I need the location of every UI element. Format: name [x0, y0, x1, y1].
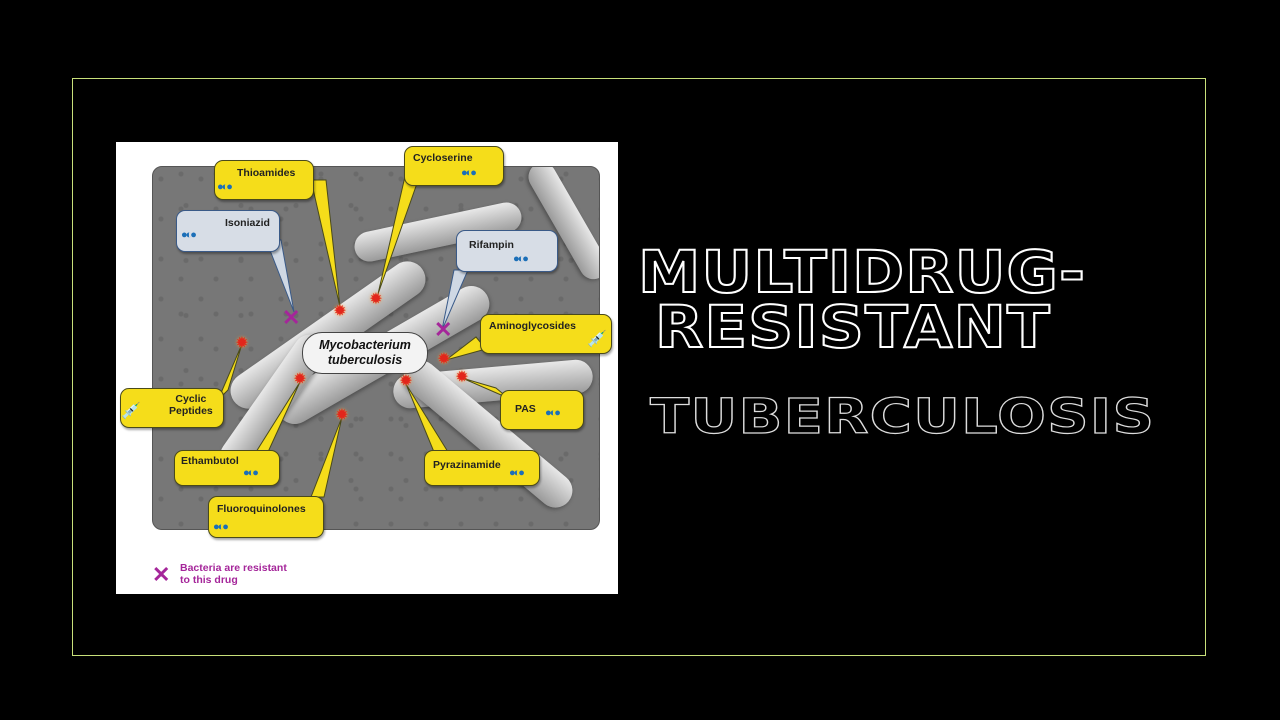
callout-cycloserine: Cycloserine ●◐●	[404, 146, 504, 186]
drug-label: Fluoroquinolones	[217, 503, 306, 515]
drug-label: PAS	[515, 403, 536, 415]
pill-icon: ●◐●	[217, 181, 233, 193]
drug-label-line: Cyclic	[175, 393, 207, 405]
tb-drug-diagram: Isoniazid ●◐● Rifampin ●◐● Thioamides ●◐…	[116, 142, 618, 594]
pill-icon: ●◐●	[213, 521, 229, 533]
drug-label: Cycloserine	[413, 152, 473, 164]
callout-isoniazid: Isoniazid ●◐●	[176, 210, 280, 252]
drug-label: Rifampin	[469, 239, 514, 251]
title-line-2: RESISTANT	[654, 293, 1051, 361]
center-label: Mycobacterium tuberculosis	[302, 332, 428, 374]
syringe-icon: 💉	[587, 331, 607, 348]
slide-frame	[72, 78, 1206, 656]
target-burst-icon: ✹	[369, 291, 383, 308]
pill-icon: ●◐●	[181, 229, 197, 241]
pill-icon: ●◐●	[243, 467, 259, 479]
title-line-3: TUBERCULOSIS	[649, 389, 1156, 445]
drug-label: Aminoglycosides	[489, 320, 576, 332]
callout-ethambutol: Ethambutol ●◐●	[174, 450, 280, 486]
legend-text: Bacteria are resistant to this drug	[180, 562, 320, 586]
syringe-icon: 💉	[121, 403, 141, 420]
callout-rifampin: Rifampin ●◐●	[456, 230, 558, 272]
callout-fluoroquinolones: Fluoroquinolones ●◐●	[208, 496, 324, 538]
target-burst-icon: ✹	[399, 373, 413, 390]
target-burst-icon: ✹	[333, 303, 347, 320]
target-burst-icon: ✹	[235, 335, 249, 352]
drug-label: Thioamides	[237, 167, 296, 179]
center-label-line1: Mycobacterium	[319, 338, 411, 352]
target-burst-icon: ✹	[437, 351, 451, 368]
drug-label: Ethambutol	[181, 455, 239, 467]
legend-text-line1: Bacteria are resistant	[180, 562, 287, 574]
drug-label-line: Peptides	[169, 405, 213, 417]
pill-icon: ●◐●	[509, 467, 525, 479]
callout-cyclic-peptides: 💉 Cyclic Peptides	[120, 388, 224, 428]
target-burst-icon: ✹	[455, 369, 469, 386]
legend-text-line2: to this drug	[180, 574, 238, 586]
pill-icon: ●◐●	[545, 407, 561, 419]
pill-icon: ●◐●	[461, 167, 477, 179]
resistant-x-icon: ✕	[282, 305, 301, 330]
pill-icon: ●◐●	[513, 253, 529, 265]
target-burst-icon: ✹	[335, 407, 349, 424]
drug-label: Isoniazid	[225, 217, 270, 229]
callout-aminoglycosides: Aminoglycosides 💉	[480, 314, 612, 354]
drug-label: Pyrazinamide	[433, 459, 501, 471]
center-label-line2: tuberculosis	[327, 353, 403, 367]
legend-x-icon: ✕	[152, 562, 171, 587]
drug-label: Cyclic Peptides	[169, 393, 213, 417]
title-line-1: MULTIDRUG-	[637, 238, 1087, 306]
callout-pyrazinamide: Pyrazinamide ●◐●	[424, 450, 540, 486]
resistant-x-icon: ✕	[434, 317, 453, 342]
callout-thioamides: Thioamides ●◐●	[214, 160, 314, 200]
callout-pas: PAS ●◐●	[500, 390, 584, 430]
target-burst-icon: ✹	[293, 371, 307, 388]
